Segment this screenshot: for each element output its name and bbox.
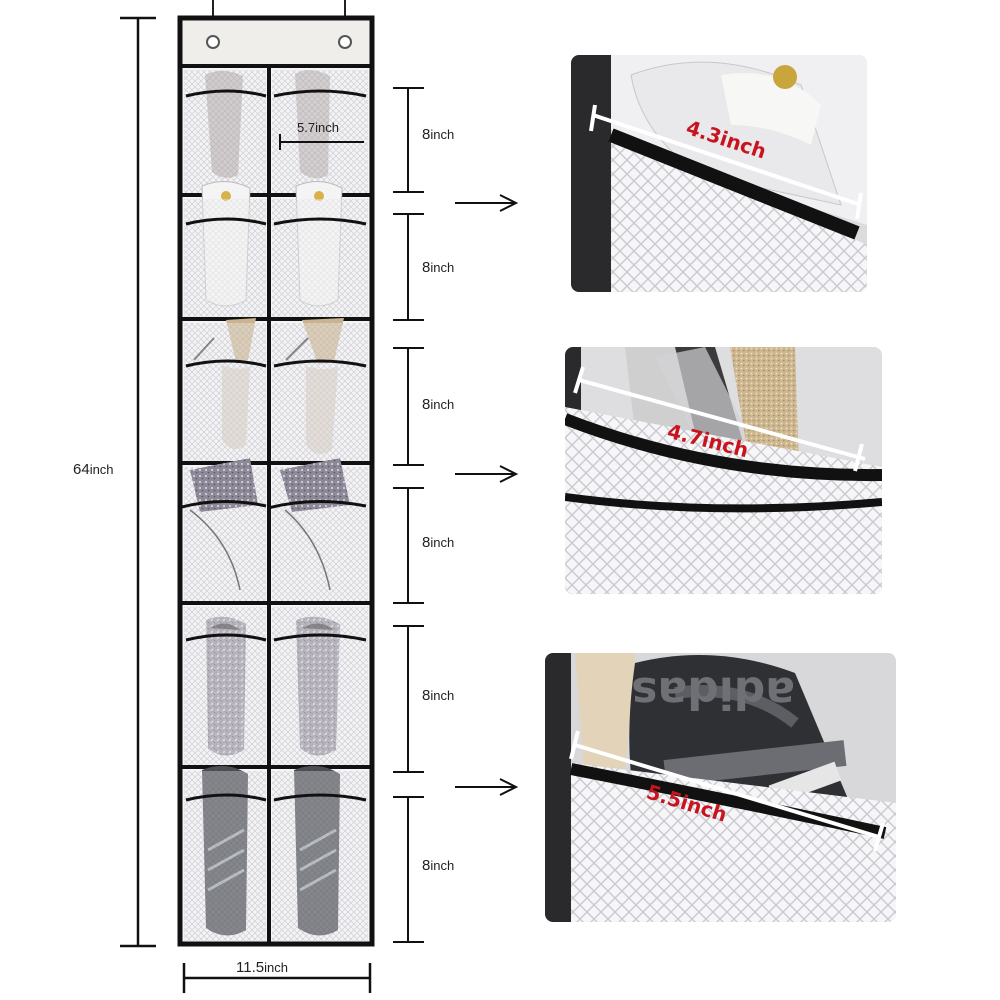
arrow-icon bbox=[455, 778, 519, 796]
row-height-label: 8inch bbox=[422, 857, 454, 875]
detail-photo-athletic: adidas 5.5inch bbox=[545, 653, 896, 922]
height-value: 64 bbox=[73, 461, 90, 478]
row-height-label: 8inch bbox=[422, 126, 454, 144]
pocket-width-unit: inch bbox=[315, 120, 339, 135]
detail-photo-sneaker-graphic: 4.3inch bbox=[571, 55, 867, 292]
row-height-brackets bbox=[393, 87, 424, 943]
row-height-label: 8inch bbox=[422, 534, 454, 552]
row-height-label: 8inch bbox=[422, 396, 454, 414]
detail-photo-athletic-graphic: adidas 5.5inch bbox=[545, 653, 896, 922]
row-height-value: 8 bbox=[422, 534, 431, 551]
pocket-row-1 bbox=[180, 69, 372, 197]
pocket-width-value: 5.7 bbox=[297, 120, 316, 135]
height-label: 64inch bbox=[73, 461, 114, 479]
pocket-row-6 bbox=[184, 765, 368, 941]
row-height-label: 8inch bbox=[422, 687, 454, 705]
width-label: 11.5inch bbox=[236, 959, 288, 977]
pocket-row-4 bbox=[177, 458, 372, 605]
row-height-unit: inch bbox=[430, 260, 455, 275]
pocket-width-measure bbox=[279, 134, 364, 150]
row-height-label: 8inch bbox=[422, 259, 454, 277]
row-height-unit: inch bbox=[430, 858, 455, 873]
pocket-width-label: 5.7inch bbox=[297, 119, 339, 137]
logo-text: adidas bbox=[631, 667, 795, 718]
row-height-unit: inch bbox=[430, 397, 455, 412]
detail-photo-heel: 4.7inch bbox=[565, 347, 882, 594]
row-height-unit: inch bbox=[430, 535, 455, 550]
row-height-value: 8 bbox=[422, 126, 431, 143]
row-height-value: 8 bbox=[422, 687, 431, 704]
row-height-unit: inch bbox=[430, 127, 455, 142]
pocket-row-5 bbox=[180, 607, 372, 769]
row-height-value: 8 bbox=[422, 259, 431, 276]
width-dimension-line bbox=[182, 963, 372, 993]
pocket-row-2 bbox=[180, 181, 372, 321]
arrow-icon bbox=[455, 194, 519, 212]
row-height-unit: inch bbox=[430, 688, 455, 703]
row-height-value: 8 bbox=[422, 396, 431, 413]
height-dimension-line bbox=[120, 16, 156, 948]
pocket-row-3 bbox=[180, 318, 372, 465]
detail-photo-heel-graphic: 4.7inch bbox=[565, 347, 882, 594]
detail-photo-sneaker: 4.3inch bbox=[571, 55, 867, 292]
width-value: 11.5 bbox=[236, 959, 265, 976]
height-unit: inch bbox=[89, 462, 114, 477]
row-height-value: 8 bbox=[422, 857, 431, 874]
arrow-icon bbox=[455, 465, 519, 483]
width-unit: inch bbox=[264, 960, 288, 975]
